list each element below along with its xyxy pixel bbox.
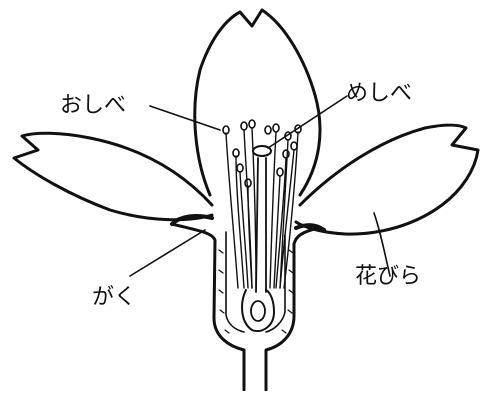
stamens [226, 128, 298, 288]
leader-sepal [130, 230, 205, 276]
ovule [251, 301, 265, 321]
pistil-style [256, 158, 266, 292]
leader-pistil [268, 96, 347, 148]
leader-stamen [150, 106, 220, 130]
petal-left [14, 133, 212, 220]
receptacle [172, 224, 244, 390]
anthers [223, 120, 301, 187]
ovary [242, 290, 274, 331]
label-sepal: がく [92, 285, 136, 310]
label-petal: 花びら [355, 264, 421, 289]
petal-right [296, 125, 478, 234]
label-stamen: おしべ [60, 93, 126, 118]
label-pistil: めしべ [346, 81, 412, 106]
